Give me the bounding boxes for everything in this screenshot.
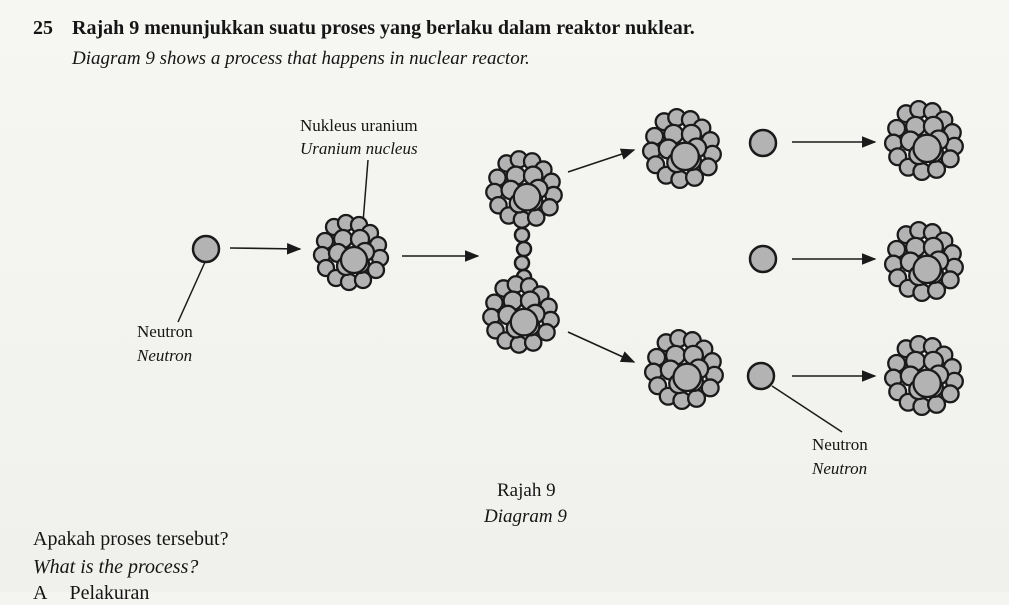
question-number: 25 (33, 17, 53, 39)
uranium-nucleus (312, 213, 390, 292)
fragment-arrow-bottom (567, 331, 636, 363)
target-nucleus-2 (883, 220, 964, 303)
fragment-arrow-top (567, 148, 636, 173)
neutron-label-english: Neutron (137, 346, 193, 365)
target-nucleus-1 (883, 99, 964, 182)
neutron-right-leader (771, 385, 843, 433)
question-prompt-english: What is the process? (33, 556, 199, 578)
neutron-label-leader (177, 261, 206, 323)
released-neutron-2 (748, 244, 778, 274)
nucleus-label-english: Uranium nucleus (300, 139, 418, 158)
question-prompt-malay: Apakah proses tersebut? (33, 528, 229, 550)
target-nucleus-3 (883, 334, 964, 417)
nucleus-label-malay: Nukleus uranium (300, 116, 418, 135)
incoming-arrow (229, 243, 302, 255)
released-neutron-1 (748, 128, 778, 158)
question-text-malay: Rajah 9 menunjukkan suatu proses yang be… (72, 17, 695, 39)
incoming-neutron (191, 234, 221, 264)
question-text-english: Diagram 9 shows a process that happens i… (72, 48, 530, 69)
diagram-caption-malay: Rajah 9 (497, 480, 556, 501)
option-a[interactable]: A Pelakuran (33, 582, 171, 605)
fission-fragment-bottom (643, 328, 724, 411)
option-a-text: Pelakuran (69, 582, 150, 604)
released-neutron-3 (746, 361, 776, 391)
fission-diagram (177, 99, 964, 433)
diagram-caption-english: Diagram 9 (484, 506, 567, 527)
option-a-letter: A (33, 582, 48, 604)
neutron-right-label-malay: Neutron (812, 435, 868, 454)
fission-fragment-top (641, 107, 722, 190)
neutron-label-malay: Neutron (137, 322, 193, 341)
splitting-nucleus (482, 150, 563, 354)
neutron-right-label-english: Neutron (812, 459, 868, 478)
